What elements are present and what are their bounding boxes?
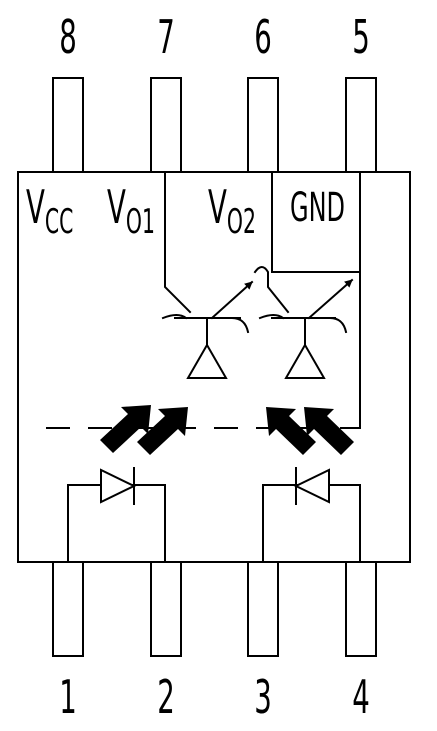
pin-number-8: 8 [59,10,77,64]
transistor-2-left-curve [258,314,285,320]
label-vo2: VO2 [208,180,256,242]
light-arrow-1b [137,407,188,455]
light-arrow-2b [304,407,354,455]
pin-number-5: 5 [352,10,370,64]
transistor-1-triangle [186,342,228,379]
label-gnd: GND [290,185,346,231]
light-arrow-2a [266,407,316,455]
label-vcc: VCC [26,180,74,242]
pin-1-lead [52,561,84,657]
transistor-1-emitter [210,280,254,320]
pin-6-lead [247,77,279,173]
transistor-1-right-curve [230,316,250,334]
light-arrow-1a [100,405,151,453]
pin-number-2: 2 [157,670,175,724]
pin-number-3: 3 [254,670,272,724]
transistor-1-left-curve [161,314,188,320]
pin-8-lead [52,77,84,173]
label-vo1: VO1 [107,180,155,242]
wire-vo2-gnd-box [271,171,361,273]
transistor-2-triangle [284,342,326,379]
pin-2-lead [150,561,182,657]
led-1-wire [67,484,166,563]
package-body [17,171,411,563]
wire-vo2-crossover [253,266,290,314]
led-1-triangle [100,468,137,504]
wire-gnd [349,171,361,429]
pin-3-lead [247,561,279,657]
pin-number-6: 6 [254,10,272,64]
transistor-2-right-curve [328,316,348,334]
wire-vo1 [164,171,192,314]
transistor-2-emitter [307,278,354,320]
pin-4-lead [345,561,377,657]
led-2-wire [262,484,361,563]
led-2-triangle [293,468,330,504]
pin-5-lead [345,77,377,173]
pin-number-7: 7 [157,10,175,64]
pin-7-lead [150,77,182,173]
pin-number-4: 4 [352,670,370,724]
pin-number-1: 1 [59,670,77,724]
